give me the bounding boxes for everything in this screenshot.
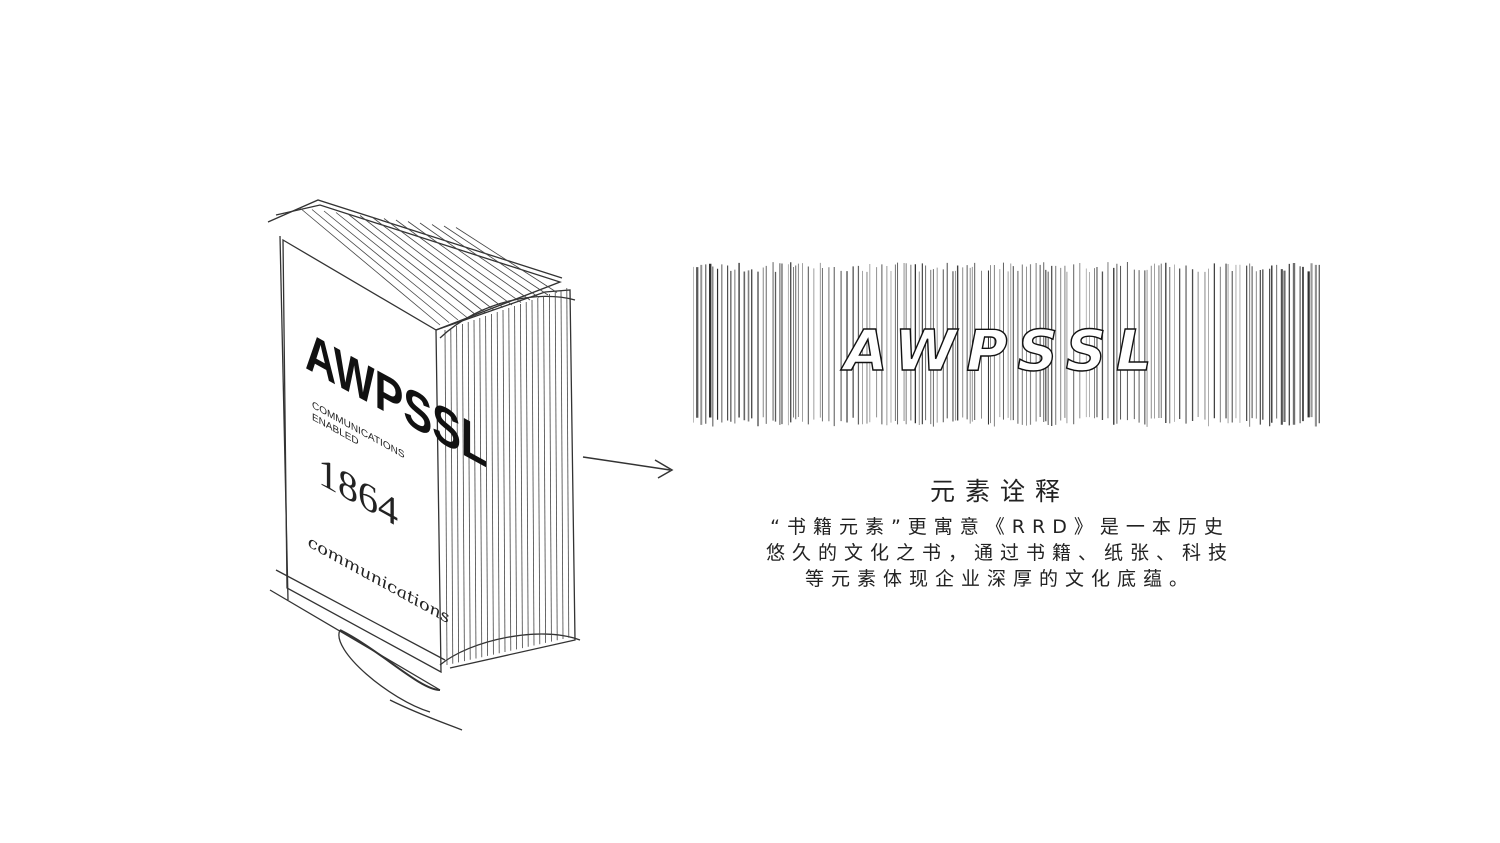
page-edge-line	[485, 315, 488, 656]
page-edge-line	[395, 219, 513, 306]
page-edge-line	[554, 291, 558, 641]
page-edge-line	[491, 313, 494, 655]
page-edge-line	[383, 218, 504, 308]
banner-logo-text: AWPSSL	[840, 319, 1161, 384]
page-edge-line	[467, 321, 471, 660]
arrow-icon	[582, 456, 674, 479]
page-edge-line	[508, 307, 512, 651]
page-edge-line	[514, 305, 517, 650]
page-edge-line	[323, 210, 459, 321]
page-edge-line	[560, 289, 564, 640]
page-edge-line	[444, 329, 448, 666]
book-year: 1864	[318, 448, 398, 536]
description-line: “书籍元素”更寓意《RRD》是一本历史	[770, 516, 1230, 538]
page-edge-line	[473, 319, 477, 659]
page-edge-line	[335, 212, 468, 318]
page-edge-line	[347, 213, 477, 316]
page-edge-line	[450, 327, 454, 664]
page-edge-line	[549, 293, 552, 642]
page-edge-line	[359, 215, 486, 313]
description-line: 悠久的文化之书，通过书籍、纸张、科技	[765, 542, 1234, 564]
page-edge-line	[566, 287, 570, 638]
page-edge-line	[525, 301, 529, 647]
page-edge-line	[299, 207, 441, 326]
book-outline	[267, 199, 581, 731]
page-edge-line	[537, 297, 541, 645]
page-edge-line	[456, 325, 459, 663]
page-edge-line	[502, 309, 506, 653]
page-edge-line	[371, 216, 495, 311]
page-edge-line	[479, 317, 483, 658]
awpssl-barcode-banner: AWPSSL	[693, 262, 1320, 427]
page-edge-line	[520, 303, 523, 649]
page-edge-line	[311, 209, 450, 323]
page-edge-lines	[299, 207, 570, 666]
page-edge-line	[431, 224, 540, 298]
page-edge-line	[543, 295, 546, 643]
book-signature: communications	[308, 531, 449, 628]
page-edge-line	[496, 311, 500, 654]
description-line: 等元素体现企业深厚的文化底蕴。	[804, 568, 1195, 590]
section-title: 元素诠释	[929, 477, 1070, 506]
section-description: “书籍元素”更寓意《RRD》是一本历史 悠久的文化之书，通过书籍、纸张、科技 等…	[700, 514, 1300, 592]
page-edge-line	[419, 222, 531, 301]
page-edge-line	[407, 221, 522, 303]
page-edge-line	[462, 323, 465, 662]
barcode-lines	[693, 262, 1320, 427]
page-edge-line	[531, 299, 535, 646]
page-edge-line	[443, 225, 549, 296]
page-edge-line	[455, 227, 558, 293]
